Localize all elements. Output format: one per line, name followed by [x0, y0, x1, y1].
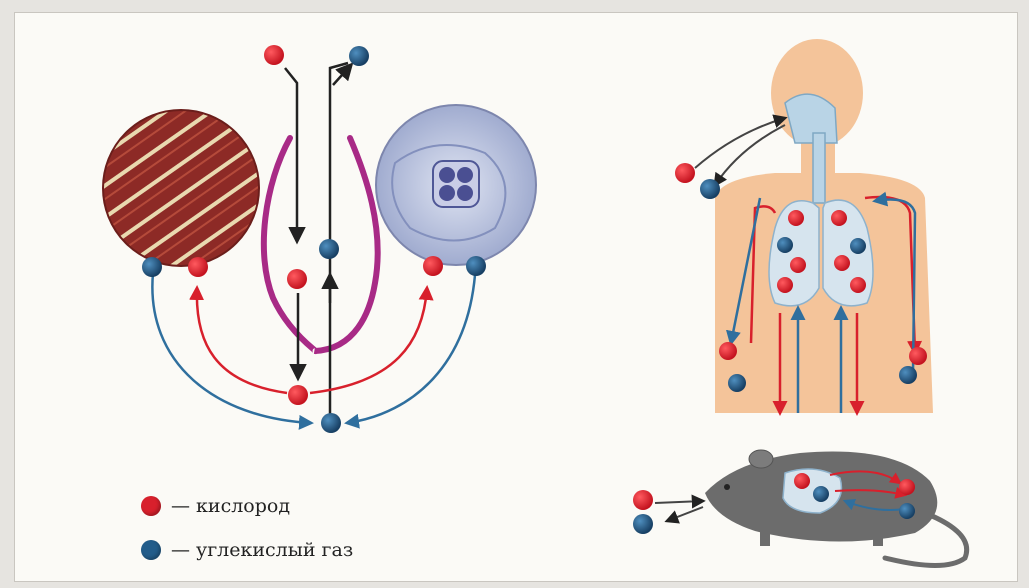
- co2-molecule: [850, 238, 866, 254]
- co2-molecule: [466, 256, 486, 276]
- oxygen-molecule: [899, 479, 915, 495]
- rat-exhale-arrow: [667, 507, 703, 521]
- oxygen-molecule: [288, 385, 308, 405]
- inflow-arrow: [285, 68, 297, 241]
- oxygen-molecule: [794, 473, 810, 489]
- inhale-arrow: [695, 118, 785, 168]
- rat-figure: [705, 450, 967, 566]
- co2-molecule: [813, 486, 829, 502]
- oxygen-legend-icon: [141, 496, 161, 516]
- muscle-tissue-image: [103, 110, 259, 266]
- co2-molecule: [899, 366, 917, 384]
- co2-flow-right: [347, 275, 475, 423]
- co2-legend-icon: [141, 540, 161, 560]
- co2-molecule: [633, 514, 653, 534]
- oxygen-molecule: [719, 342, 737, 360]
- oxygen-molecule: [834, 255, 850, 271]
- co2-molecule: [142, 257, 162, 277]
- oxygen-molecule: [850, 277, 866, 293]
- oxygen-molecule: [777, 277, 793, 293]
- co2-molecule: [321, 413, 341, 433]
- oxygen-molecule: [909, 347, 927, 365]
- oxygen-molecule: [423, 256, 443, 276]
- oxygen-molecule: [264, 45, 284, 65]
- oxygen-molecule: [675, 163, 695, 183]
- co2-molecule: [728, 374, 746, 392]
- co2-molecule: [319, 239, 339, 259]
- outflow-arrow-head-top: [333, 65, 351, 85]
- oxygen-molecule: [831, 210, 847, 226]
- cell-image: [376, 105, 536, 265]
- co2-molecule: [349, 46, 369, 66]
- co2-molecule: [700, 179, 720, 199]
- co2-flow-left: [152, 273, 311, 423]
- rat-inhale-arrow: [655, 501, 703, 503]
- oxygen-molecule: [790, 257, 806, 273]
- oxygen-molecule: [188, 257, 208, 277]
- oxygen-molecule: [633, 490, 653, 510]
- legend-co2: — углекислый газ: [141, 539, 353, 561]
- legend-oxygen: — кислород: [141, 495, 290, 517]
- co2-molecule: [899, 503, 915, 519]
- legend-co2-label: — углекислый газ: [171, 539, 353, 561]
- legend-oxygen-label: — кислород: [171, 495, 290, 517]
- oxygen-molecule: [788, 210, 804, 226]
- diagram-frame: — кислород — углекислый газ: [14, 12, 1018, 582]
- co2-molecule: [777, 237, 793, 253]
- oxygen-molecule: [287, 269, 307, 289]
